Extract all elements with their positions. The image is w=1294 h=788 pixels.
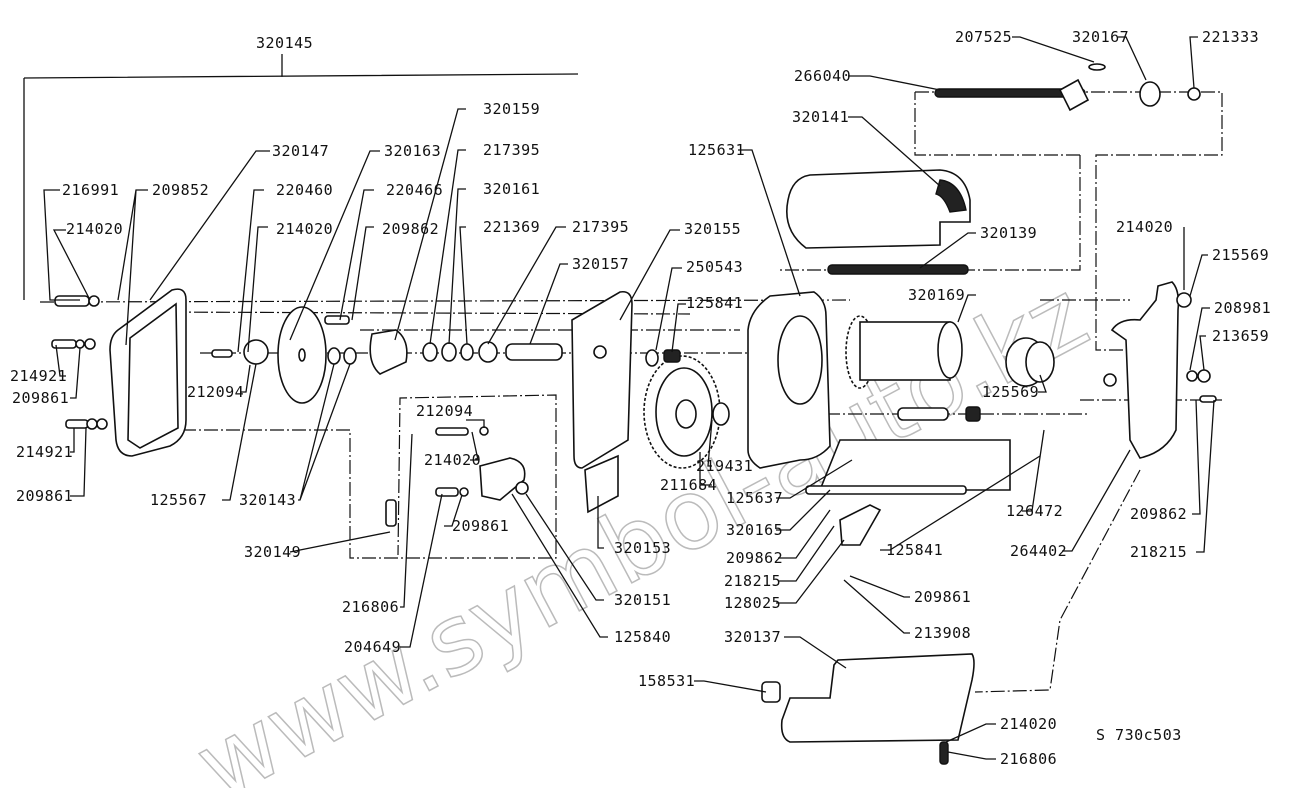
housing-125631	[747, 291, 831, 469]
part-label: 128025	[724, 594, 781, 612]
drawing-code: S 730c503	[1096, 726, 1182, 744]
part-label: 214921	[10, 367, 67, 385]
lever-320151	[385, 426, 619, 527]
part-label: 320151	[614, 591, 671, 609]
frame-125841	[805, 439, 1011, 546]
part-label: 320147	[272, 142, 329, 160]
part-label: 125841	[886, 541, 943, 559]
part-label: 218215	[724, 572, 781, 590]
part-label: 125569	[982, 383, 1039, 401]
part-label: 320145	[256, 34, 313, 52]
plate-320155	[571, 290, 633, 469]
part-label: 209852	[152, 181, 209, 199]
part-label: 219431	[696, 457, 753, 475]
part-label: 216991	[62, 181, 119, 199]
part-label: 215569	[1212, 246, 1269, 264]
part-label: 125840	[614, 628, 671, 646]
part-label: 216806	[342, 598, 399, 616]
tray-320137	[761, 653, 975, 765]
part-label: 214020	[276, 220, 333, 238]
part-labels: 320145 320147 320163 216991 209852 21402…	[10, 28, 1271, 768]
part-label: 266040	[794, 67, 851, 85]
part-label: 209862	[726, 549, 783, 567]
part-label: 209861	[452, 517, 509, 535]
group-bracket	[23, 54, 579, 300]
part-label: 221333	[1202, 28, 1259, 46]
part-label: 204649	[344, 638, 401, 656]
part-label: 216806	[1000, 750, 1057, 768]
part-label: 320153	[614, 539, 671, 557]
part-label: 209861	[12, 389, 69, 407]
part-label: 220460	[276, 181, 333, 199]
part-label: 320165	[726, 521, 783, 539]
part-label: 320167	[1072, 28, 1129, 46]
disc-320163	[211, 306, 357, 404]
screws-left	[51, 295, 108, 430]
part-label: 320159	[483, 100, 540, 118]
part-label: 320137	[724, 628, 781, 646]
part-label: 209862	[1130, 505, 1187, 523]
rods	[827, 63, 1201, 422]
shaft-assembly	[324, 315, 563, 375]
part-label: 214020	[424, 451, 481, 469]
part-label: 209861	[16, 487, 73, 505]
part-label: 320141	[792, 108, 849, 126]
part-label: 207525	[955, 28, 1012, 46]
part-label: 320139	[980, 224, 1037, 242]
gear-211684	[643, 349, 730, 469]
part-label: 125841	[686, 294, 743, 312]
part-label: 125567	[150, 491, 207, 509]
part-label: 125631	[688, 141, 745, 159]
part-label: 209862	[382, 220, 439, 238]
part-label: 320149	[244, 543, 301, 561]
part-label: 250543	[686, 258, 743, 276]
part-label: 217395	[483, 141, 540, 159]
part-label: 220466	[386, 181, 443, 199]
part-label: 213659	[1212, 327, 1269, 345]
part-label: 320155	[684, 220, 741, 238]
part-label: 218215	[1130, 543, 1187, 561]
part-label: 212094	[187, 383, 244, 401]
cover-320141	[786, 169, 971, 249]
drum-320169	[845, 315, 1055, 389]
part-label: 125637	[726, 489, 783, 507]
part-label: 320163	[384, 142, 441, 160]
part-label: 208981	[1214, 299, 1271, 317]
part-label: 211684	[660, 476, 717, 494]
leader-lines	[43, 36, 1215, 760]
part-label: 221369	[483, 218, 540, 236]
part-label: 158531	[638, 672, 695, 690]
part-label: 217395	[572, 218, 629, 236]
part-label: 212094	[416, 402, 473, 420]
part-label: 320169	[908, 286, 965, 304]
part-label: 126472	[1006, 502, 1063, 520]
part-label: 320143	[239, 491, 296, 509]
plate-264402	[1103, 281, 1217, 459]
part-label: 320161	[483, 180, 540, 198]
part-label: 214020	[1116, 218, 1173, 236]
part-label: 209861	[914, 588, 971, 606]
part-label: 213908	[914, 624, 971, 642]
part-label: 214020	[66, 220, 123, 238]
part-label: 264402	[1010, 542, 1067, 560]
part-label: 214020	[1000, 715, 1057, 733]
cover-plate-320147	[109, 288, 187, 457]
part-label: 320157	[572, 255, 629, 273]
part-label: 214921	[16, 443, 73, 461]
